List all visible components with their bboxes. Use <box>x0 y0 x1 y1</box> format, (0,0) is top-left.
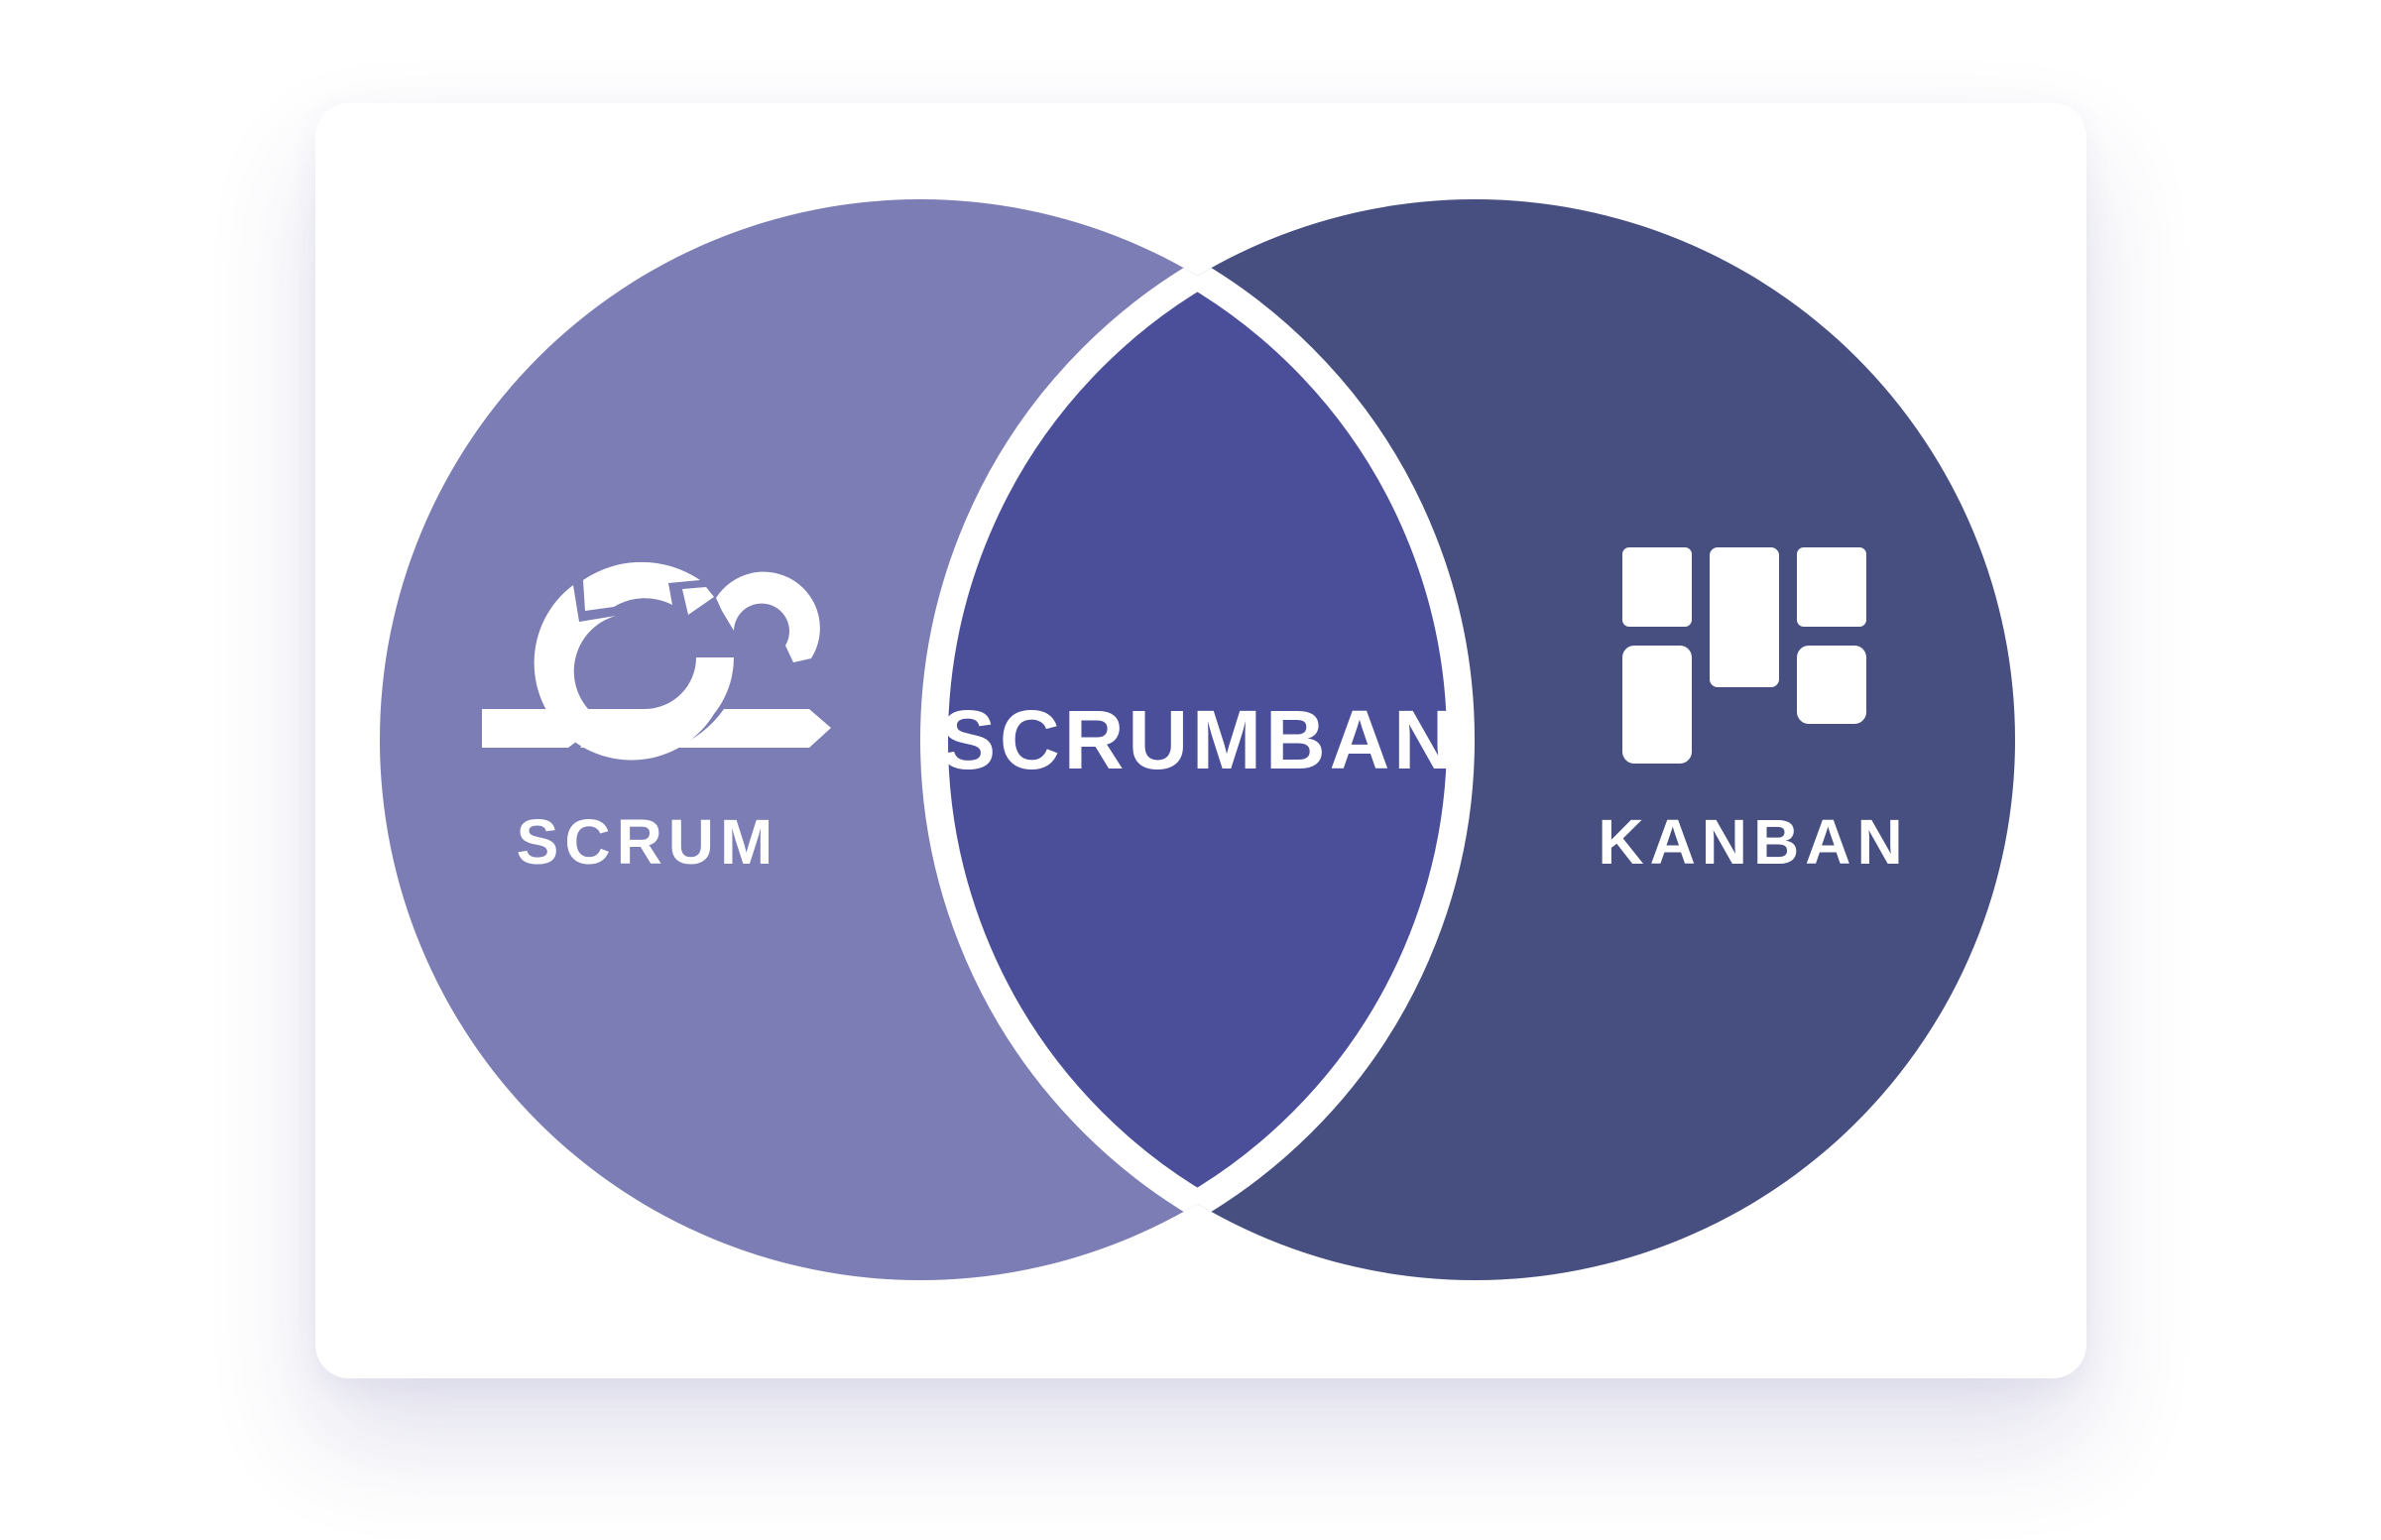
scrum-cycle-icon <box>482 561 831 761</box>
scrum-label: SCRUM <box>517 806 779 878</box>
intersection-outline <box>934 199 1475 1280</box>
kanban-label: KANBAN <box>1598 806 1908 878</box>
kanban-board-icon <box>1622 547 1866 764</box>
scrumban-intersection <box>920 199 1461 1280</box>
scrumban-label: SCRUMBAN <box>940 693 1458 786</box>
